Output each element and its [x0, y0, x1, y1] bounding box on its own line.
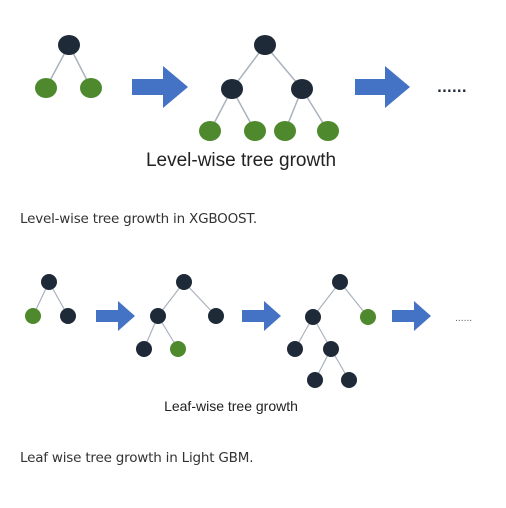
internal-node	[60, 308, 76, 324]
level-wise-caption: Level-wise tree growth in XGBOOST.	[20, 211, 257, 227]
tree-1	[25, 274, 76, 324]
right-arrow-icon	[355, 66, 410, 108]
internal-node	[208, 308, 224, 324]
internal-node	[305, 309, 321, 325]
tree-edges	[32, 281, 369, 381]
leaf-node	[25, 308, 41, 324]
internal-node	[291, 79, 313, 99]
leaf-node	[80, 78, 102, 98]
leaf-node	[244, 121, 266, 141]
root-node	[332, 274, 348, 290]
root-node	[58, 35, 80, 55]
root-node	[254, 35, 276, 55]
leaf-node	[35, 78, 57, 98]
leaf-wise-figure: ...... Leaf-wise tree growth	[0, 262, 506, 422]
internal-node	[307, 372, 323, 388]
level-wise-title: Level-wise tree growth	[145, 150, 337, 171]
leaf-node	[170, 341, 186, 357]
tree-3	[287, 274, 376, 388]
leaf-node	[274, 121, 296, 141]
leaf-wise-caption: Leaf wise tree growth in Light GBM.	[20, 450, 254, 466]
leaf-node	[199, 121, 221, 141]
tree-2	[136, 274, 224, 357]
level-wise-figure: ...... Level-wise tree growth	[0, 0, 506, 200]
internal-node	[287, 341, 303, 357]
internal-node	[341, 372, 357, 388]
leaf-node	[317, 121, 339, 141]
leaf-wise-title: Leaf-wise tree growth	[164, 398, 298, 414]
tree-1	[35, 35, 102, 98]
tree-2	[199, 35, 339, 141]
internal-node	[150, 308, 166, 324]
internal-node	[136, 341, 152, 357]
root-node	[41, 274, 57, 290]
continuation-ellipsis: ......	[455, 314, 472, 324]
internal-node	[221, 79, 243, 99]
leaf-node	[360, 309, 376, 325]
level-wise-diagram: ......	[35, 35, 467, 141]
continuation-ellipsis: ......	[437, 81, 467, 96]
right-arrow-icon	[242, 301, 281, 331]
leaf-wise-diagram: ......	[25, 274, 472, 388]
right-arrow-icon	[392, 301, 431, 331]
root-node	[176, 274, 192, 290]
right-arrow-icon	[132, 66, 188, 108]
right-arrow-icon	[96, 301, 135, 331]
internal-node	[323, 341, 339, 357]
